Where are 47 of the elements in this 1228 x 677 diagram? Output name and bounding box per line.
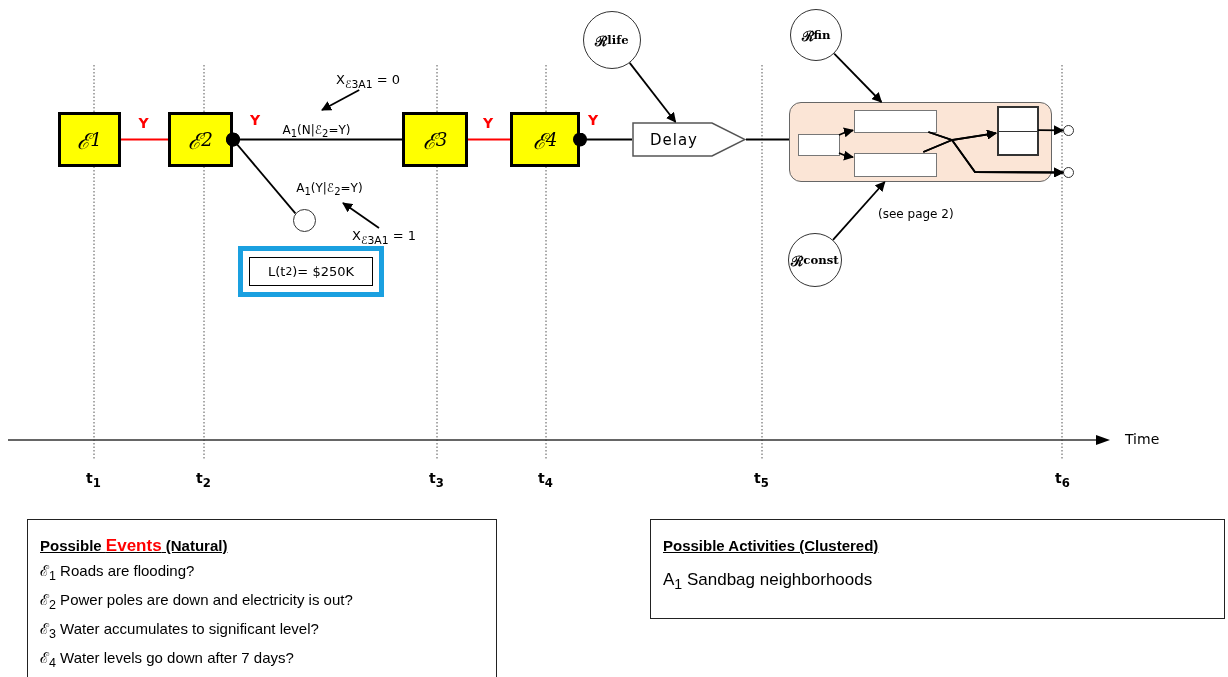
delay-box: Delay [632,122,746,157]
list-item: A$_{1}$ Sandbag neighborhoods [663,570,873,593]
connector [922,138,1064,178]
outcome-circle [1063,167,1074,178]
time-label: t$_{4}$ [538,470,553,490]
edge-label: A$_{1}$(N|ℰ$_{2}$=Y) [282,122,351,139]
activity-box [854,110,937,133]
leader-line [342,202,380,229]
list-item: ℰ$_{2}$ Power poles are down and electricity is out? [40,590,353,612]
events-panel [27,519,497,677]
connector [628,62,677,123]
axis-label: Time [1125,431,1160,447]
list-item: ℰ$_{4}$ Water levels go down after 7 days? [40,648,294,670]
connector [1037,125,1064,136]
list-item: ℰ$_{1}$ Roads are flooding? [40,561,195,583]
indicator-label: X$_{ℰ3A1}$ = 0 [336,72,416,90]
connector [467,138,511,141]
outcome-circle [1063,125,1074,136]
leader-line [321,89,361,111]
activity-box [854,153,937,177]
edge-label: A$_{1}$(Y|ℰ$_{2}$=Y) [296,181,363,198]
connector [745,138,790,141]
time-label: t$_{3}$ [429,470,444,490]
time-label: t$_{5}$ [754,470,769,490]
edge-label: Y [138,114,149,131]
note-text: (see page 2) [878,207,954,221]
connector [833,52,883,103]
panel-heading: Possible Activities (Clustered) [663,537,879,554]
time-label: t$_{6}$ [1055,470,1070,490]
activities-panel [650,519,1225,619]
connector [573,132,633,147]
outcome-circle [293,209,316,232]
connector [838,127,854,138]
decision-label: Y [588,112,599,128]
connector [832,181,886,241]
time-label: t$_{2}$ [196,470,211,490]
connector [120,138,169,141]
activity-box [798,134,840,156]
indicator-label: X$_{ℰ3A1}$ = 1 [352,228,432,246]
outcome-box [997,106,1039,156]
connector [838,150,854,161]
connector [226,132,297,215]
list-item: ℰ$_{3}$ Water accumulates to significant level? [40,619,319,641]
decision-label: Y [250,112,261,128]
time-label: t$_{1}$ [86,470,101,490]
panel-heading: Possible Events (Natural) [40,536,228,556]
edge-label: Y [483,114,494,131]
